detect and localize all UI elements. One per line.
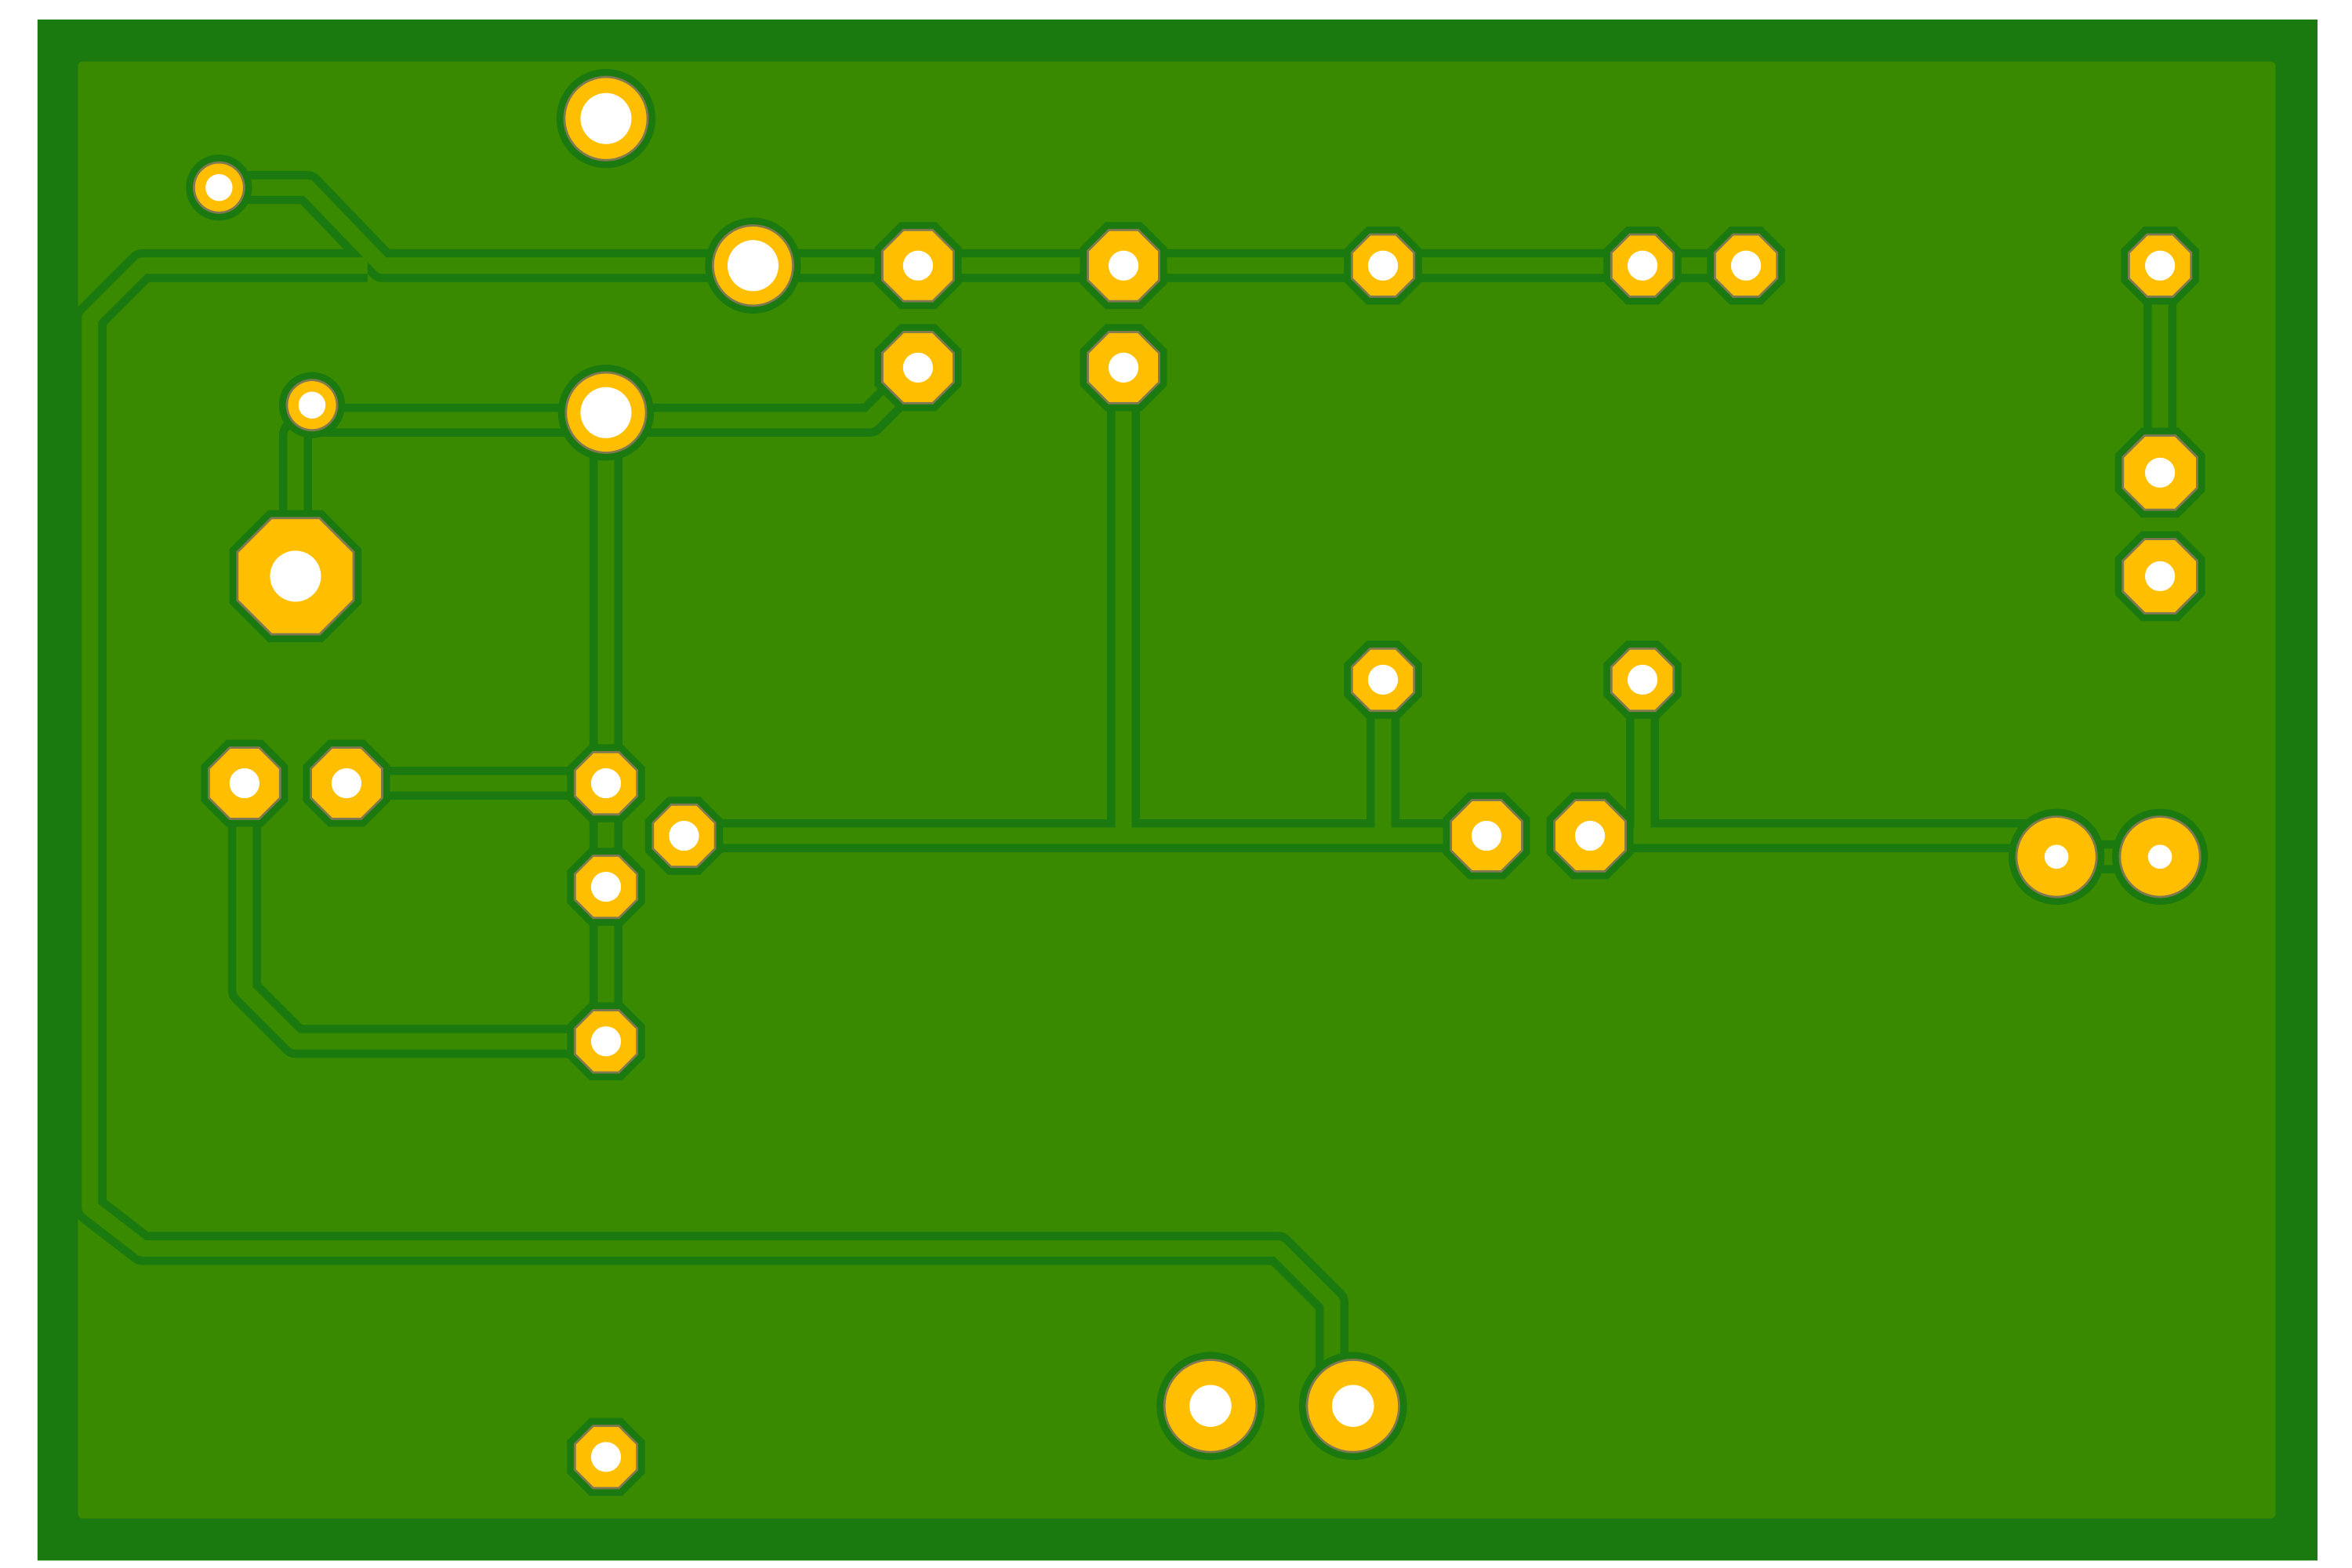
octagon-pad [1546,792,1634,880]
trace [219,179,1747,274]
drill-hole [1331,1385,1374,1428]
drill-hole [2144,250,2176,281]
drill-hole [1108,250,1139,281]
octagon-pad [567,848,645,926]
drill-hole [590,871,622,902]
octagon-pad [567,1002,645,1080]
octagon-pad [1443,792,1530,880]
octagon-pad [2114,531,2205,622]
drill-hole [331,768,362,799]
octagon-pad [644,797,724,875]
round-pad [2008,808,2105,906]
octagon-pad [303,739,390,827]
drill-hole [1574,820,1606,851]
drill-hole [1730,250,1762,281]
round-pad [705,217,801,314]
drill-hole [2044,844,2069,869]
round-pad [1156,1352,1265,1461]
drill-hole [590,1442,622,1472]
drill-hole [669,820,699,851]
drill-hole [1367,250,1399,281]
octagon-pad [1707,226,1785,305]
drill-hole [1367,664,1399,695]
octagon-pad [201,739,289,827]
octagon-pad [567,1417,645,1497]
drill-hole [270,550,321,602]
octagon-pad [1603,226,1682,305]
octagon-pad [1080,324,1167,412]
drill-hole [2147,844,2172,869]
round-pad [557,365,655,461]
drill-hole [580,93,632,144]
drill-hole [205,174,233,201]
octagon-pad [874,324,962,412]
drill-hole [590,768,622,799]
trace [236,783,606,1050]
drill-hole [1189,1385,1232,1428]
drill-hole [2144,561,2176,592]
round-pad [278,372,346,438]
octagon-pad [1344,226,1422,305]
octagon-pad [567,744,645,822]
round-pad [556,69,656,169]
drill-hole [727,240,779,292]
pad-layer [186,69,2209,1497]
round-pad [186,154,252,221]
round-pad [2111,808,2209,906]
octagon-pad [1344,641,1422,719]
octagon-pad [229,510,362,643]
drill-hole [1108,352,1139,383]
round-pad [1298,1352,1407,1461]
drill-hole [580,387,632,438]
octagon-pad [2121,226,2199,305]
drill-hole [590,1026,622,1057]
drill-hole [229,768,260,799]
octagon-pad [874,222,962,310]
drill-hole [2144,457,2176,488]
trace [82,257,1341,1396]
octagon-pad [1080,222,1167,310]
drill-hole [298,391,326,419]
octagon-pad [1603,641,1682,719]
drill-hole [1627,250,1658,281]
drill-hole [902,352,934,383]
octagon-pad [2114,427,2205,518]
drill-hole [1471,820,1502,851]
drill-hole [902,250,934,281]
drill-hole [1627,664,1658,695]
